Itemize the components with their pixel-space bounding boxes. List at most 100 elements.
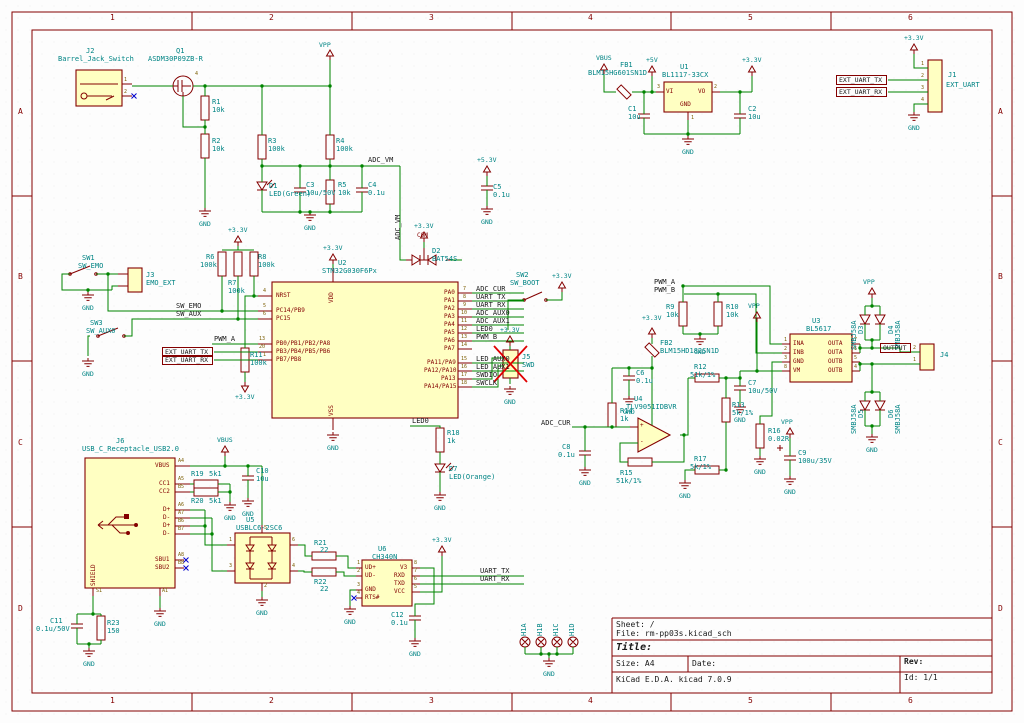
net-label: ADC_VM: [394, 214, 402, 240]
power-flag-5v3: [483, 165, 491, 177]
ref-r6: R6: [206, 253, 215, 261]
pin-number: 6: [414, 576, 418, 582]
ref-c2: C2: [748, 105, 757, 113]
pin-name: OUTA: [828, 340, 843, 347]
pin-number: 2: [921, 73, 925, 79]
val-u2: STM32G030F6Px: [322, 267, 377, 275]
ref-fb1: FB1: [620, 61, 633, 69]
ref-r11: R11: [250, 351, 263, 359]
val-r4: 100k: [336, 145, 353, 153]
power-label: VPP: [748, 302, 760, 310]
pin-name: D+: [163, 506, 171, 513]
pin-number: 1: [357, 560, 361, 566]
power-label: GND: [543, 670, 555, 678]
power-flag-5v: [648, 65, 656, 77]
net-label: SW_EMO: [176, 302, 202, 310]
val-r5: 10k: [338, 189, 351, 197]
net-label: SWDIO: [476, 371, 498, 379]
title-block-frame: [611, 617, 992, 693]
ref-sw3: SW3: [90, 319, 103, 327]
val-r21: 22: [320, 546, 329, 554]
power-flag-3v3: [558, 281, 566, 293]
val-fb2: BLM15HD182SN1D: [660, 347, 720, 355]
power-label: +3.3V: [323, 244, 343, 252]
power-label: GND: [242, 510, 254, 518]
pin-stubs: [92, 83, 860, 599]
ref-d3: D3: [857, 325, 865, 334]
mounting-hole-symbols: [519, 636, 579, 648]
val-c11: 0.1u/50V: [36, 625, 70, 633]
pin-number: 1: [913, 357, 917, 363]
pin-name: UD+: [365, 564, 376, 571]
ref-r4: R4: [336, 137, 345, 145]
pin-number: 2: [124, 89, 128, 95]
power-label: +3.3V: [432, 536, 452, 544]
val-r6: 100k: [200, 261, 217, 269]
ref-j1: J1: [948, 71, 957, 79]
val-r16: 0.02R: [768, 435, 790, 443]
ref-c11: C11: [50, 617, 63, 625]
power-label: GND: [694, 348, 706, 356]
ref-u6: U6: [378, 545, 387, 553]
power-label: GND: [304, 224, 316, 232]
val-d1: LED(Green): [269, 190, 312, 198]
pin-name: VBUS: [155, 462, 170, 469]
ref-r15: R15: [620, 469, 633, 477]
net-label: LED_AUX1: [476, 363, 510, 371]
power-label: VPP: [781, 418, 793, 426]
pin-name: TXD: [394, 580, 405, 587]
val-j6: USB_C_Receptacle_USB2.0: [82, 445, 179, 453]
val-sw1: SW_EMO: [78, 262, 104, 270]
val-u5: USBLC6-2SC6: [236, 524, 283, 532]
global-label: OUTPUT: [880, 343, 912, 353]
pin-number: 15: [461, 356, 468, 362]
ref-r10: R10: [726, 303, 739, 311]
barrel-jack-j2-symbol: [75, 69, 123, 107]
pin-name: GND: [793, 358, 804, 365]
global-label: EXT_UART_RX: [162, 355, 214, 365]
titleblock-sheet: Sheet: /: [616, 620, 655, 629]
val-r15: 51k/1%: [616, 477, 642, 485]
val-r12: 51k/1%: [690, 371, 716, 379]
val-r22: 22: [320, 585, 329, 593]
net-label: PWM_A: [654, 278, 676, 286]
ref-h1b: H1B: [536, 623, 544, 636]
pin-number: 3: [921, 85, 925, 91]
connector-j1-symbol: [927, 59, 943, 113]
pin-number: A7: [178, 510, 185, 516]
ref-r7: R7: [228, 279, 237, 287]
ref-r21: R21: [314, 539, 327, 547]
pin-number: 11: [461, 318, 468, 324]
pin-name: GND: [365, 586, 376, 593]
pin-name: PA6: [444, 337, 455, 344]
power-label: +3.3V: [500, 326, 520, 334]
pin-number: 7: [854, 337, 858, 343]
power-label: GND: [754, 468, 766, 476]
net-label: UART_RX: [480, 575, 510, 583]
power-label: GND: [866, 446, 878, 454]
power-label: +3.3V: [414, 222, 434, 230]
net-label: SWCLK: [476, 379, 498, 387]
grid-ref: 6: [908, 13, 913, 22]
pin-number: 1: [784, 337, 788, 343]
ref-u2: U2: [338, 259, 347, 267]
pin-number: 7: [414, 568, 418, 574]
pin-number: 8: [784, 364, 788, 370]
pin-number: 4: [357, 590, 361, 596]
titleblock-app: KiCad E.D.A. kicad 7.0.9: [616, 675, 732, 684]
val-c5: 0.1u: [493, 191, 510, 199]
pin-name: UD-: [365, 572, 376, 579]
ref-j3: J3: [146, 271, 155, 279]
pin-name: PB3/PB4/PB5/PB6: [276, 348, 331, 355]
pin-name: COM: [417, 232, 428, 239]
net-label: ADC_AUX0: [476, 309, 510, 317]
pin-name: OUTB: [828, 358, 843, 365]
pin-number: 2: [357, 568, 361, 574]
pin-name: PA7: [444, 345, 455, 352]
connector-j3-symbol: [127, 267, 143, 293]
ref-h1c: H1C: [552, 623, 560, 636]
ref-r9: R9: [666, 303, 675, 311]
titleblock-file: File: rm-pp03s.kicad_sch: [616, 629, 732, 638]
power-label: +3.3V: [552, 272, 572, 280]
